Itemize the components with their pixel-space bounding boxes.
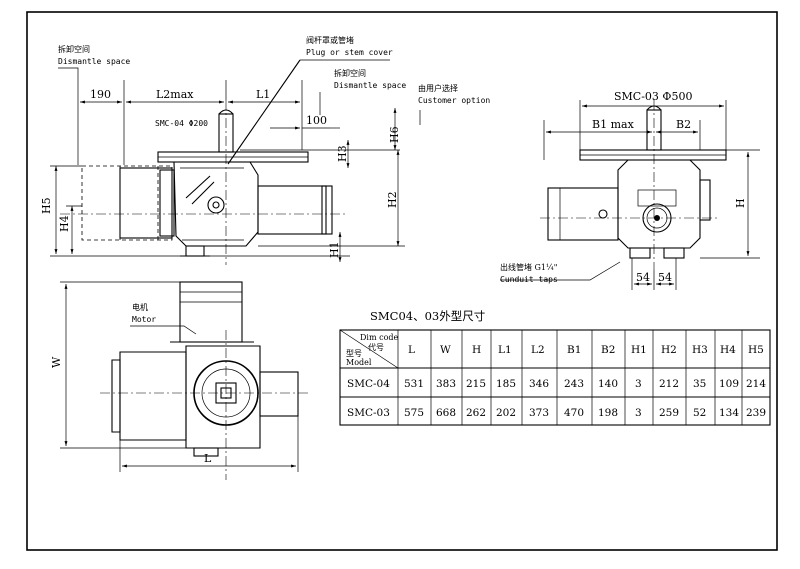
smc03-handwheel-label: SMC-03 Φ500: [614, 90, 692, 103]
customer-cn: 由用户选择: [418, 83, 458, 93]
row1-b2: 140: [598, 378, 618, 390]
front-view: [50, 100, 350, 265]
dim-190: 190: [90, 88, 111, 101]
dim-h3: H3: [336, 145, 349, 162]
smc04-handwheel-label: SMC-04 Φ200: [155, 119, 208, 128]
row2-h1: 3: [635, 407, 642, 419]
row1-h4: 109: [719, 378, 739, 390]
row2-h5: 239: [746, 407, 766, 419]
th-h: H: [472, 344, 481, 356]
dismantle-left-cn: 拆卸空间: [58, 44, 90, 54]
th-b1: B1: [567, 344, 581, 356]
side-housing: [617, 159, 701, 249]
row2-model: SMC-03: [347, 407, 390, 419]
row1-b1: 243: [564, 378, 584, 390]
conduit-en: Cunduit taps: [500, 275, 558, 284]
row2-h4: 134: [719, 407, 739, 419]
dim-l: L: [204, 452, 212, 465]
row2-w: 668: [436, 407, 456, 419]
side-view-dims: [500, 100, 760, 290]
dim-l1: L1: [256, 88, 270, 101]
row2-b2: 198: [598, 407, 618, 419]
th-h5: H5: [748, 344, 764, 356]
row1-h1: 3: [635, 378, 642, 390]
row1-l: 531: [404, 378, 424, 390]
dismantle-mid-cn: 拆卸空间: [334, 68, 366, 78]
row2-h2: 259: [659, 407, 679, 419]
conduit-cn: 出线管堵 G1¼": [500, 262, 557, 272]
row2-h: 262: [466, 407, 486, 419]
customer-en: Customer option: [418, 96, 490, 105]
row2-b1: 470: [564, 407, 584, 419]
row1-l2: 346: [529, 378, 549, 390]
row1-h: 215: [466, 378, 486, 390]
dim-h-side: H: [734, 198, 747, 208]
lever: [185, 175, 215, 205]
row2-h3: 52: [693, 407, 706, 419]
plug-en: Plug or stem cover: [306, 48, 393, 57]
th-l2: L2: [531, 344, 545, 356]
dim-h2: H2: [386, 191, 399, 208]
dim-h1: H1: [328, 241, 341, 258]
sheet-border: [26, 11, 778, 551]
top-view-dims: [60, 281, 299, 472]
dim-l2max: L2max: [156, 88, 194, 101]
top-gearbox: [185, 345, 261, 449]
top-right-housing: [259, 371, 299, 417]
dim-54-right: 54: [658, 271, 672, 284]
row2-l2: 373: [529, 407, 549, 419]
motor-outline-dashed: [81, 165, 173, 241]
th-h1: H1: [631, 344, 647, 356]
side-view: [540, 100, 727, 270]
indicator-window: [207, 196, 225, 214]
dismantle-left-en: Dismantle space: [58, 57, 130, 66]
corner-dim-code: Dim code: [360, 333, 399, 342]
motor-cn: 电机: [132, 302, 148, 312]
row1-h5: 214: [746, 378, 766, 390]
row2-l: 575: [404, 407, 424, 419]
row1-model: SMC-04: [347, 378, 390, 390]
th-w: W: [440, 344, 451, 356]
th-h2: H2: [661, 344, 677, 356]
th-h3: H3: [692, 344, 708, 356]
motor-en: Motor: [132, 315, 156, 324]
dim-h6: H6: [388, 126, 401, 143]
dim-h5: H5: [40, 197, 53, 214]
th-h4: H4: [720, 344, 736, 356]
corner-code: 代号: [368, 342, 384, 352]
dim-h4: H4: [58, 215, 71, 232]
top-view: [100, 281, 310, 480]
plug-leader: [227, 59, 301, 165]
plug-cn: 阀杆罩或管堵: [306, 35, 354, 45]
row2-l1: 202: [496, 407, 516, 419]
dim-b1max: B1 max: [592, 118, 635, 131]
corner-model-cn: 型号: [346, 349, 362, 358]
dim-100: 100: [306, 114, 327, 127]
row1-w: 383: [436, 378, 456, 390]
motor-body: [119, 167, 173, 239]
top-left-body: [119, 351, 187, 441]
th-l: L: [408, 344, 415, 356]
dim-w: W: [50, 356, 63, 368]
dimension-table: SMC04、03外型尺寸 Dim code 代号 型号 Model L W H …: [339, 309, 771, 426]
gearbox-body: [173, 161, 259, 247]
th-b2: B2: [601, 344, 615, 356]
front-view-dims: [50, 80, 405, 262]
dismantle-mid-en: Dismantle space: [334, 81, 406, 90]
right-housing: [257, 185, 327, 235]
row1-h3: 35: [693, 378, 706, 390]
th-l1: L1: [498, 344, 512, 356]
row1-l1: 185: [496, 378, 516, 390]
dim-b2: B2: [676, 118, 691, 131]
table-title: SMC04、03外型尺寸: [370, 309, 485, 323]
dim-54-left: 54: [636, 271, 650, 284]
side-motor: [547, 187, 619, 241]
top-motor: [179, 281, 243, 343]
row1-h2: 212: [659, 378, 679, 390]
corner-model-en: Model: [346, 358, 372, 367]
